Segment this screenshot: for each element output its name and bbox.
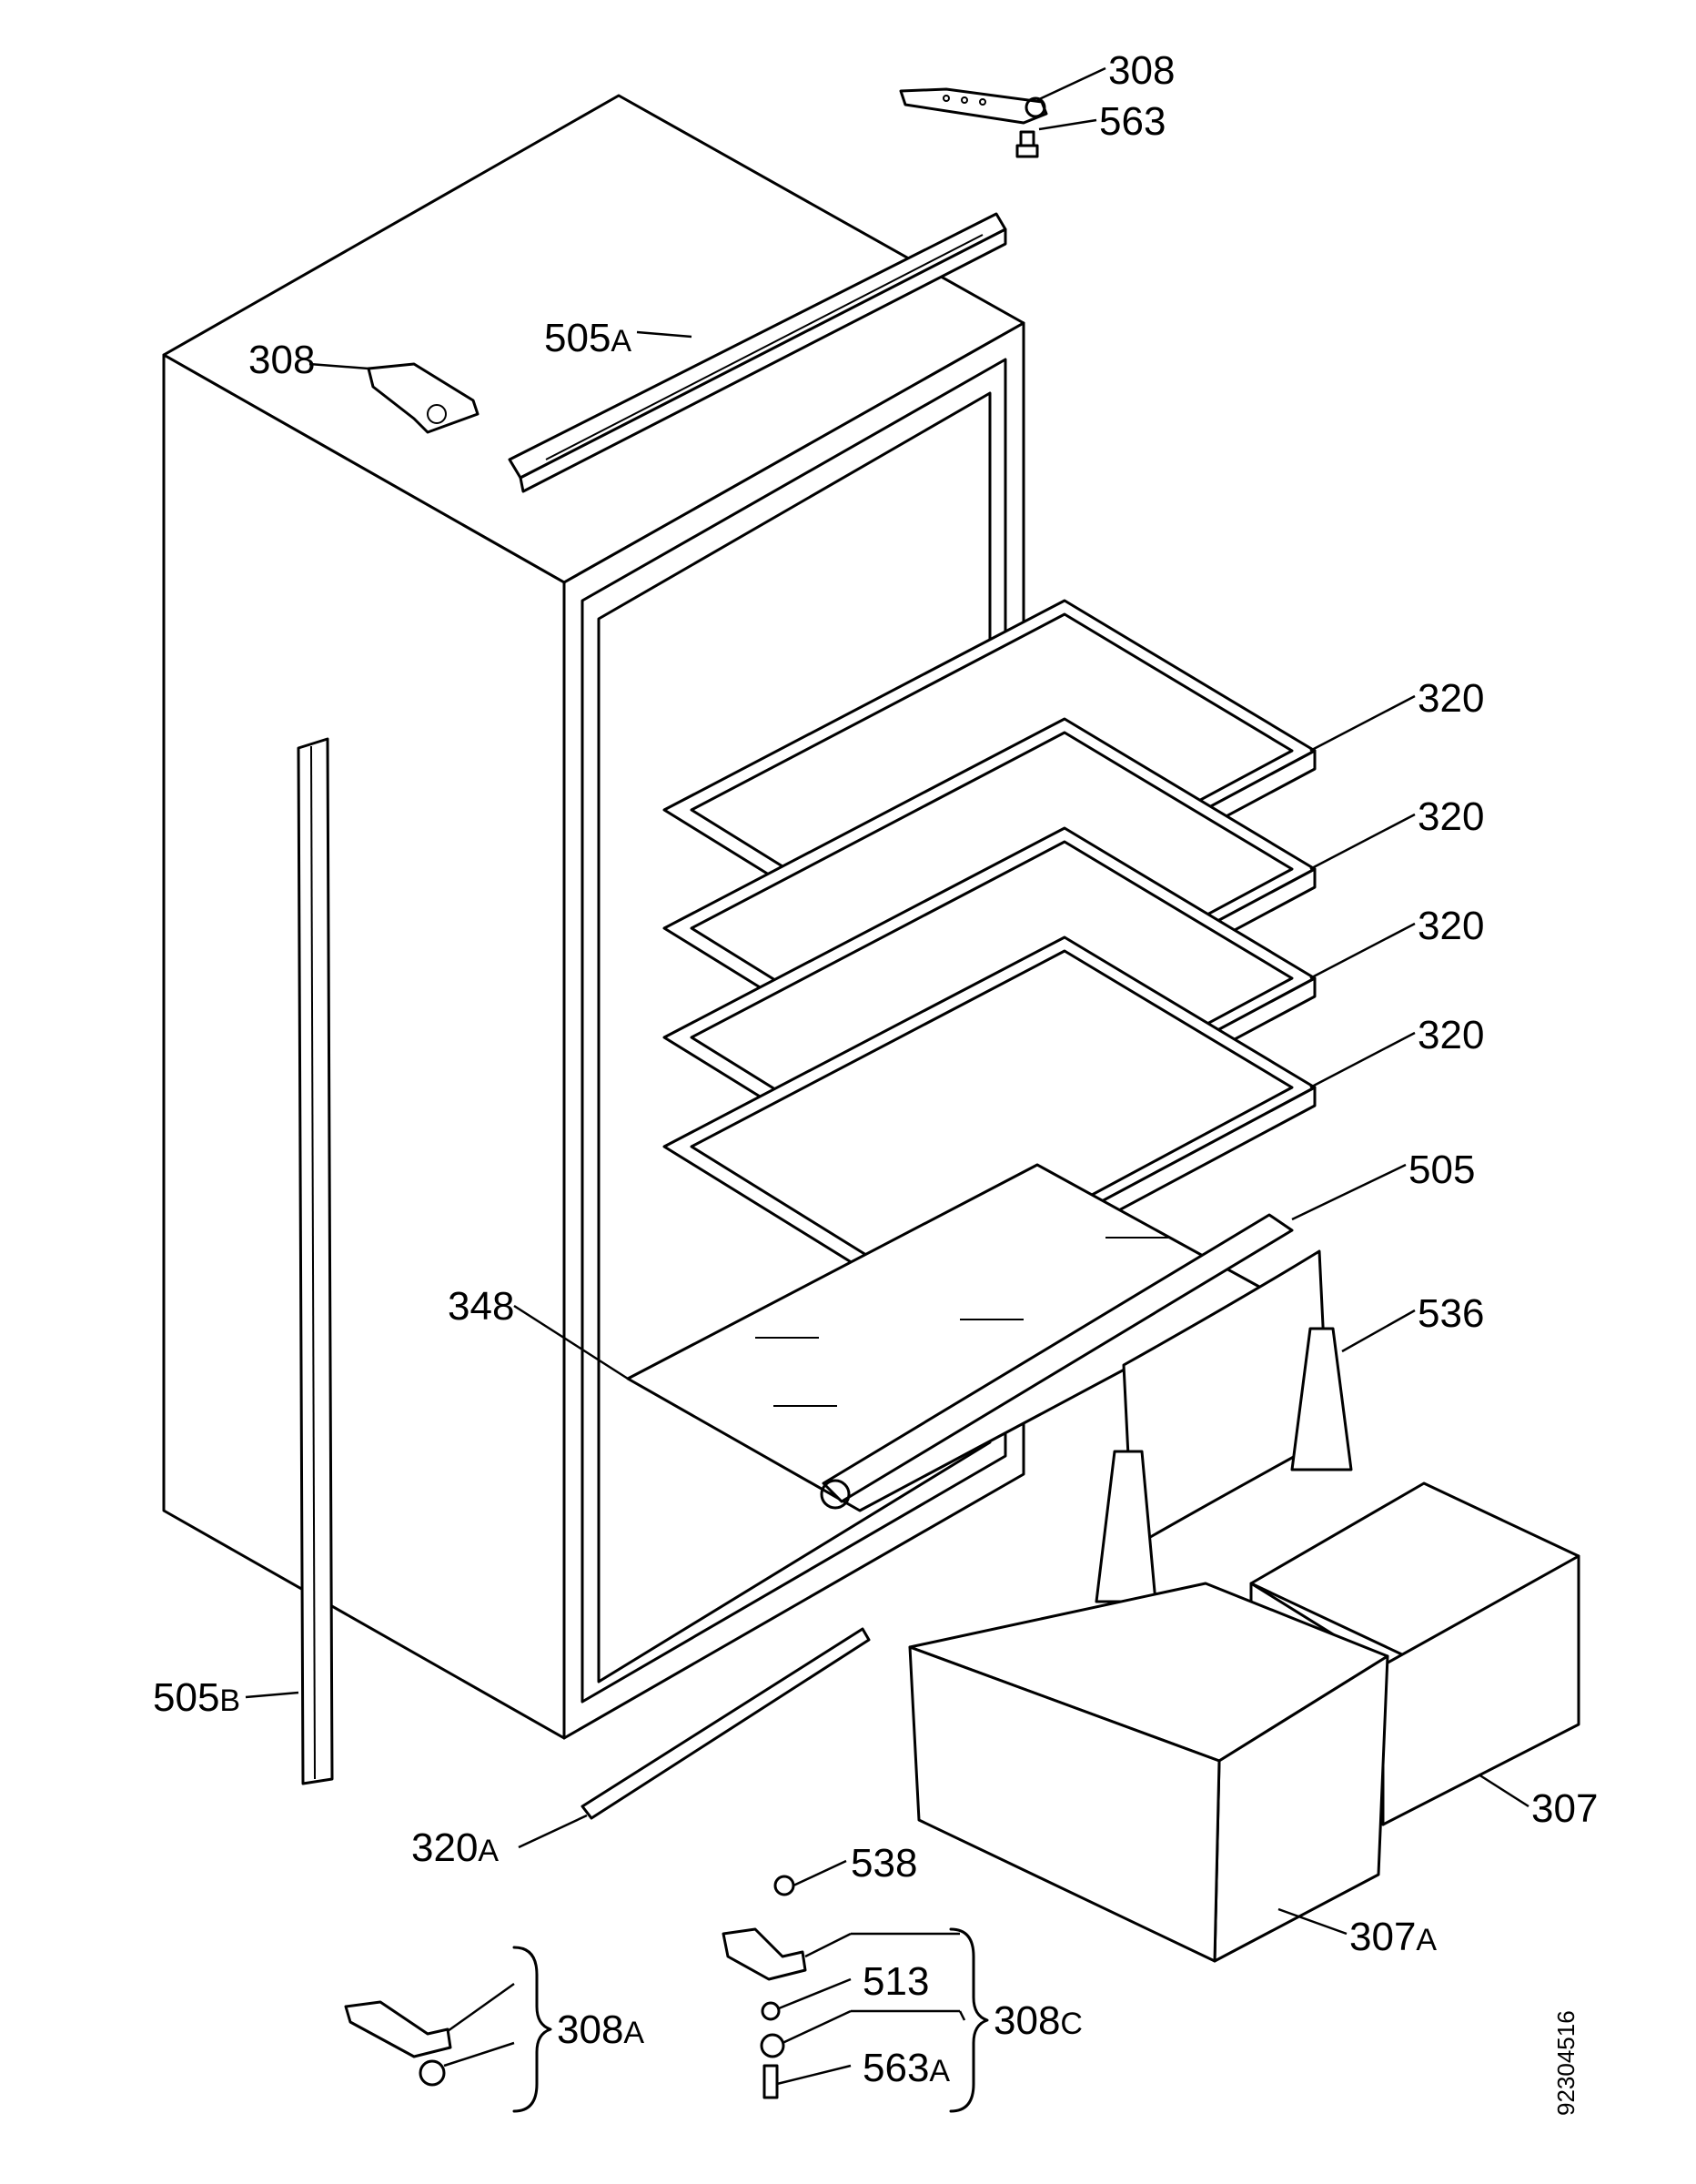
label-307: 307 xyxy=(1531,1786,1598,1831)
front-seal-505 xyxy=(820,1213,1294,1510)
bush-513 xyxy=(761,2001,781,2021)
label-505: 505 xyxy=(1408,1148,1475,1192)
door-seal-505b xyxy=(297,737,334,1785)
screw-563a xyxy=(762,2064,779,2099)
label-563-top: 563 xyxy=(1099,99,1166,144)
clip-538 xyxy=(773,1875,795,1896)
label-308a: 308A xyxy=(557,2007,644,2052)
label-308-top: 308 xyxy=(1108,48,1175,93)
label-505a: 505A xyxy=(544,316,631,360)
label-538: 538 xyxy=(851,1841,917,1886)
label-505b: 505B xyxy=(153,1675,240,1720)
part-labels: 308 563 505A 308 320 320 320 320 505 348… xyxy=(153,48,1598,2116)
document-number: 92304516 xyxy=(1552,2010,1580,2116)
divider-536 xyxy=(1095,1249,1353,1603)
hinge-308c xyxy=(722,1927,807,1981)
label-307a: 307A xyxy=(1349,1915,1437,1959)
brace-308a xyxy=(512,1946,552,2113)
bottom-rail-320a xyxy=(580,1627,871,1820)
label-320-1: 320 xyxy=(1418,676,1484,721)
washer-308c xyxy=(760,2033,785,2058)
label-308-left: 308 xyxy=(248,338,315,382)
hinge-308a xyxy=(344,2000,452,2087)
brace-308c xyxy=(949,1927,989,2113)
screw-563 xyxy=(1015,130,1039,158)
box-307a xyxy=(908,1582,1389,1963)
hinge-308-top xyxy=(899,87,1048,125)
top-rail-505a xyxy=(508,212,1007,493)
leader-lines xyxy=(245,66,1529,2086)
label-513: 513 xyxy=(863,1959,929,2004)
label-320-4: 320 xyxy=(1418,1013,1484,1057)
label-320a: 320A xyxy=(411,1825,499,1870)
label-320-3: 320 xyxy=(1418,904,1484,948)
label-320-2: 320 xyxy=(1418,794,1484,839)
label-536: 536 xyxy=(1418,1291,1484,1336)
label-563a: 563A xyxy=(863,2046,950,2090)
label-348: 348 xyxy=(448,1284,514,1329)
label-308c: 308C xyxy=(994,1998,1083,2043)
hinge-308-left xyxy=(367,362,480,434)
